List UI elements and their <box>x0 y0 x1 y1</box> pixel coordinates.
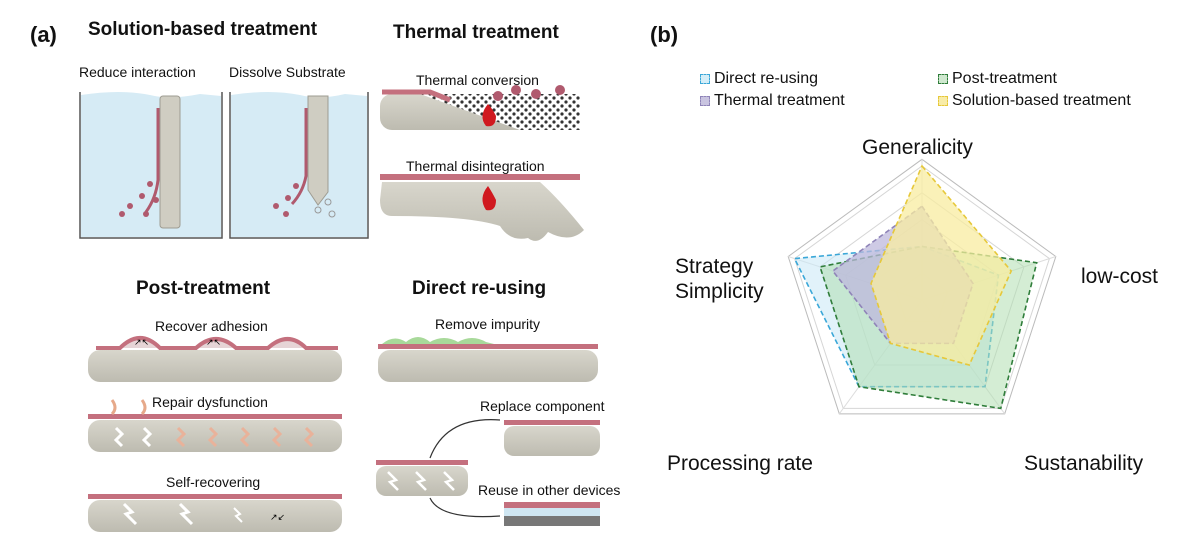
thermal-title: Thermal treatment <box>393 22 559 43</box>
remove-impurity-label: Remove impurity <box>435 316 541 332</box>
recover-adhesion-diagram: ↗↖ ↗↖ <box>88 336 342 382</box>
remove-impurity-diagram <box>378 337 598 382</box>
legend-swatch-solution <box>938 95 948 106</box>
axis-label-strategy-line2: Simplicity <box>675 280 764 303</box>
legend-item-direct: Direct re-using <box>700 70 818 88</box>
solution-title: Solution-based treatment <box>88 19 318 40</box>
axis-label-processing-rate: Processing rate <box>667 452 813 475</box>
svg-text:↗↖: ↗↖ <box>134 337 149 347</box>
legend-item-post: Post-treatment <box>938 70 1057 88</box>
grid-ring-5 <box>793 165 1051 409</box>
repair-dysfunction-diagram <box>88 399 342 452</box>
thermal-conversion-label: Thermal conversion <box>416 72 539 88</box>
self-recovering-label: Self-recovering <box>166 474 261 490</box>
axis-label-strategy-line1: Strategy <box>675 255 754 278</box>
svg-text:↗↙: ↗↙ <box>270 512 285 522</box>
axis-label-sustanability: Sustanability <box>1024 452 1144 475</box>
legend-item-thermal: Thermal treatment <box>700 92 845 110</box>
replace-component-label: Replace component <box>480 398 605 414</box>
legend-swatch-thermal <box>700 95 710 106</box>
recover-adhesion-label: Recover adhesion <box>155 318 268 334</box>
legend-swatch-direct <box>700 73 710 84</box>
dissolve-substrate-label: Dissolve Substrate <box>229 64 346 80</box>
panel-b-letter: (b) <box>650 22 679 47</box>
legend-label-direct: Direct re-using <box>714 70 819 87</box>
replace-component-diagram <box>376 419 600 526</box>
axis-label-low-cost: low-cost <box>1081 265 1159 288</box>
reduce-interaction-label: Reduce interaction <box>79 64 196 80</box>
self-recovering-diagram: ↗↙ <box>88 494 342 532</box>
svg-text:↗↖: ↗↖ <box>206 337 221 347</box>
post-title: Post-treatment <box>136 278 271 299</box>
thermal-conversion-diagram <box>380 85 580 130</box>
panel-a-letter: (a) <box>30 22 57 47</box>
legend-label-thermal: Thermal treatment <box>714 92 845 109</box>
grid-outer-ring <box>787 158 1057 415</box>
repair-dysfunction-label: Repair dysfunction <box>152 394 268 410</box>
direct-title: Direct re-using <box>412 278 547 299</box>
radar-series <box>793 164 1038 410</box>
beaker-dissolve-substrate <box>229 92 369 239</box>
beaker-reduce-interaction <box>79 92 223 239</box>
thermal-disintegration-diagram <box>380 174 584 241</box>
thermal-disintegration-label: Thermal disintegration <box>406 158 545 174</box>
legend-item-solution: Solution-based treatment <box>938 92 1131 110</box>
legend-label-post: Post-treatment <box>952 70 1057 87</box>
axis-label-generalicity: Generalicity <box>862 136 973 159</box>
legend-swatch-post <box>938 73 948 84</box>
series-solution <box>870 164 1013 366</box>
axis-label-strategy-simplicity: Strategy Simplicity <box>675 254 764 304</box>
reuse-devices-label: Reuse in other devices <box>478 482 621 498</box>
legend-label-solution: Solution-based treatment <box>952 92 1131 109</box>
